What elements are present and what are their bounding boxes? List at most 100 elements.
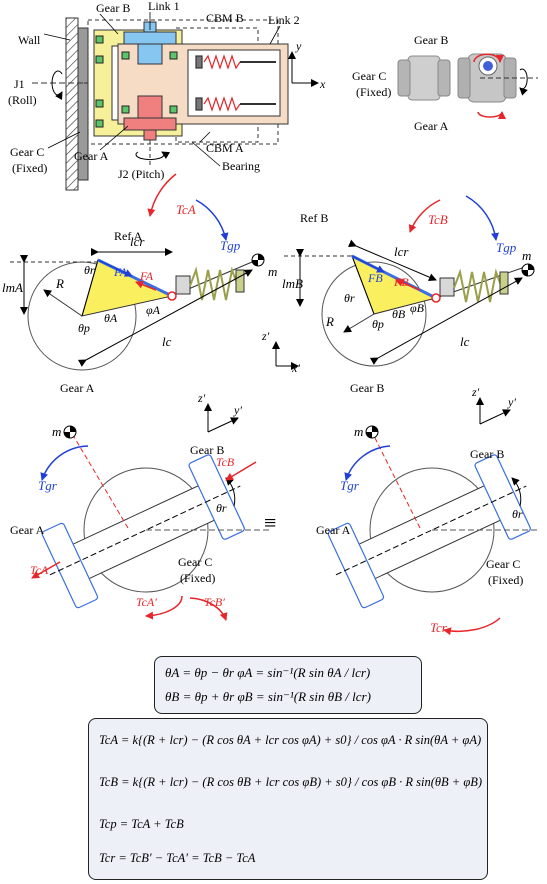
label-wall: Wall: [18, 33, 41, 47]
bearing-squares: [95, 35, 178, 128]
gear-a-analysis: Ref A TcA Tgp lcr lmA R θr θp θA φA FA F…: [2, 173, 277, 395]
label-gear-a-low-left: Gear A: [10, 523, 45, 537]
label-t-cb-prime: TcB′: [204, 595, 225, 609]
label-r-right: R: [325, 314, 334, 329]
label-l-cr-left: lcr: [130, 234, 145, 249]
label-cbm-a: CBM A: [206, 141, 244, 155]
label-axis-z-low-right: z′: [471, 385, 480, 399]
label-gear-a-low-right: Gear A: [316, 523, 351, 537]
label-gear-c-low-right: Gear C: [486, 557, 520, 571]
label-l-c-right: lc: [460, 334, 470, 349]
label-m-low-right: m: [354, 424, 363, 439]
roll-arrow: [51, 70, 63, 101]
label-l-c-left: lc: [162, 334, 172, 349]
label-gear-c-fixed: (Fixed): [12, 161, 47, 175]
label-gear-a-mid: Gear A: [60, 381, 95, 395]
link-assembly-left: [41, 454, 245, 609]
spring-upper: [195, 54, 276, 70]
label-m-low-left: m: [52, 424, 61, 439]
equation-theta-b: θB = θp + θr φB = sin⁻¹(R sin θB / lcr): [165, 689, 371, 704]
equation-t-cp: Tcp = TcA + TcB: [99, 817, 184, 831]
label-f-a-red: FA: [139, 269, 154, 283]
label-axis-y-low-right: y′: [507, 395, 516, 409]
label-f-b-blue: FB: [367, 271, 383, 285]
equation-t-cb: TcB = k{(R + lcr) − (R cos θB + lcr cos …: [99, 775, 483, 789]
label-link1: Link 1: [148, 0, 180, 13]
label-t-ca-prime: TcA′: [136, 595, 157, 609]
spring-lower: [195, 96, 276, 112]
label-axis-x: x: [319, 77, 326, 91]
label-j2: J2 (Pitch): [118, 167, 164, 181]
label-link2: Link 2: [268, 13, 300, 27]
gear-c-plate: [77, 27, 89, 181]
wall: [65, 17, 79, 191]
label-theta-r-left: θr: [84, 263, 95, 277]
label-3d-gear-b: Gear B: [414, 33, 448, 47]
equation-t-ca: TcA = k{(R + lcr) − (R cos θA + lcr cos …: [99, 733, 482, 747]
top-mechanism: Gear B Link 1 CBM B Link 2 Wall J1 (Roll…: [8, 0, 326, 191]
label-l-ma: lmA: [2, 280, 23, 295]
label-l-mb: lmB: [282, 276, 303, 291]
label-t-gr-low-right: Tgr: [340, 478, 360, 493]
label-gear-b: Gear B: [96, 1, 130, 15]
pitch-arrow: [135, 151, 171, 161]
label-3d-fixed: (Fixed): [356, 85, 391, 99]
label-t-ca-low-left: TcA: [30, 563, 49, 577]
lower-right-diagram: z′ y′ m Gear B Tgr θr Gear A Gear C (Fix…: [316, 385, 540, 636]
label-t-gr-low-left: Tgr: [38, 478, 58, 493]
lower-left-diagram: z′ y′ m Gear B TcB Tgr θr Gear A TcA Gea…: [10, 391, 270, 621]
label-m-right: m: [522, 248, 531, 263]
label-axis-z-low-left: z′: [197, 391, 206, 405]
spring-a: [175, 266, 245, 301]
label-l-cr-right: lcr: [394, 244, 409, 259]
label-f-a-blue: FA: [113, 265, 128, 279]
label-3d-gear-c: Gear C: [352, 69, 386, 83]
label-roll: (Roll): [8, 93, 37, 107]
label-gear-a: Gear A: [74, 149, 109, 163]
spring-b: [439, 268, 509, 303]
label-f-b-red: FB: [393, 275, 409, 289]
label-axis-z-mid: z′: [261, 329, 270, 343]
label-fixed-low-right: (Fixed): [488, 573, 523, 587]
label-theta-p-left: θp: [78, 321, 90, 335]
torque-equations-box: TcA = k{(R + lcr) − (R cos θA + lcr cos …: [88, 718, 488, 880]
label-phi-b: φB: [410, 301, 425, 315]
label-gear-b-mid: Gear B: [350, 381, 384, 395]
label-axis-y-low-left: y′: [233, 403, 242, 417]
label-t-gp-left: Tgp: [220, 238, 241, 253]
label-3d-gear-a: Gear A: [414, 119, 449, 133]
link-assembly-right: [327, 454, 531, 609]
label-theta-r-low-right: θr: [512, 507, 523, 521]
label-ref-a: Ref A: [114, 229, 143, 243]
label-j1: J1: [14, 77, 25, 91]
label-t-ca: TcA: [176, 202, 196, 217]
label-theta-a: θA: [104, 311, 118, 325]
label-fixed-low-left: (Fixed): [180, 571, 215, 585]
label-gear-b-low-right: Gear B: [470, 447, 504, 461]
gear-3d-illustration: Gear B Gear C (Fixed) Gear A: [352, 33, 538, 133]
label-t-cb: TcB: [428, 212, 448, 227]
label-t-cb-low-left: TcB: [216, 455, 235, 469]
equation-theta-a: θA = θp − θr φA = sin⁻¹(R sin θA / lcr): [165, 665, 371, 680]
label-m-left: m: [268, 264, 277, 279]
label-gear-c-low-left: Gear C: [178, 555, 212, 569]
label-gear-b-low-left: Gear B: [190, 443, 224, 457]
label-ref-b: Ref B: [300, 211, 328, 225]
label-r-left: R: [55, 276, 64, 291]
label-theta-p-right: θp: [372, 317, 384, 331]
gear-a: [123, 95, 177, 141]
label-theta-r-low-left: θr: [216, 501, 227, 515]
label-bearing: Bearing: [222, 159, 260, 173]
label-axis-x-mid: x′: [291, 361, 300, 375]
label-axis-y: y: [295, 39, 302, 53]
equation-t-cr: Tcr = TcB′ − TcA′ = TcB − TcA: [99, 851, 256, 865]
label-t-gp-right: Tgp: [496, 240, 517, 255]
label-theta-r-right: θr: [344, 291, 355, 305]
angle-equations-box: θA = θp − θr φA = sin⁻¹(R sin θA / lcr) …: [154, 656, 422, 714]
equivalence-sign: ≡: [264, 510, 276, 535]
label-phi-a: φA: [146, 303, 161, 317]
label-gear-c: Gear C: [10, 145, 44, 159]
middle-axes: z′ x′: [261, 329, 300, 375]
label-t-cr: Tcr: [430, 620, 448, 635]
